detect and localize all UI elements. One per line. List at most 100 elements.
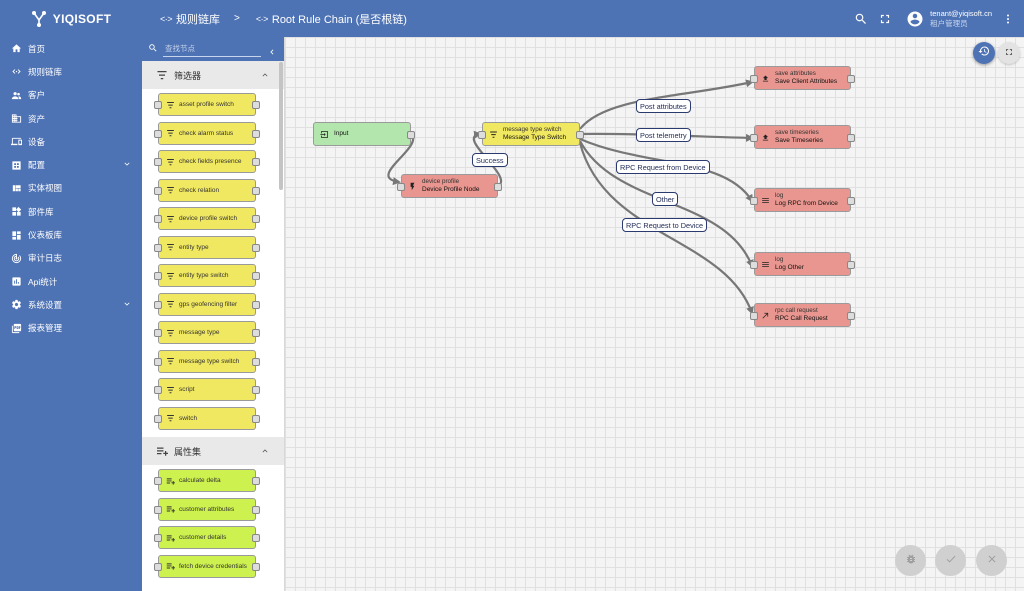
library-scrollbar[interactable] [279, 62, 283, 190]
edge-label-post-attributes[interactable]: Post attributes [636, 99, 691, 113]
edge-label-other[interactable]: Other [652, 192, 679, 206]
edge-label-rpc-from-device[interactable]: RPC Request from Device [616, 160, 710, 174]
chevron-left-icon[interactable] [267, 44, 277, 55]
fullscreen-icon[interactable] [878, 12, 892, 26]
fullscreen-button[interactable] [998, 42, 1020, 64]
library-search-input[interactable]: 查找节点 [163, 41, 261, 57]
brand-logo[interactable]: YIQISOFT [0, 0, 142, 37]
library-node[interactable]: message type switch [154, 349, 260, 373]
library-node[interactable]: fetch device credentials [154, 554, 260, 578]
sidebar-item-configuration[interactable]: 配置 [0, 153, 142, 176]
output-port [252, 562, 260, 571]
playlist-add-icon [166, 562, 175, 570]
version-history-button[interactable] [973, 42, 995, 64]
output-port[interactable] [847, 74, 855, 83]
sidebar-item-api-stats[interactable]: Api统计 [0, 270, 142, 293]
library-node[interactable]: device profile switch [154, 207, 260, 230]
search-icon [148, 40, 158, 58]
more-vert-icon[interactable] [1002, 12, 1014, 26]
output-port[interactable] [847, 311, 855, 320]
chevron-down-icon[interactable] [122, 159, 132, 169]
sidebar-item-label: 设备 [28, 136, 46, 147]
breadcrumb-label: 规则链库 [176, 13, 221, 26]
sidebar-item-entity-views[interactable]: 实体视图 [0, 177, 142, 200]
edge-label-success[interactable]: Success [472, 153, 508, 167]
chevron-up-icon[interactable] [260, 446, 270, 456]
user-info[interactable]: tenant@yiqisoft.cn 租户管理员 [930, 9, 992, 29]
fullscreen-icon [1004, 44, 1014, 62]
sidebar-item-system-settings[interactable]: 系统设置 [0, 293, 142, 316]
output-port [252, 186, 260, 195]
library-node[interactable]: entity type [154, 235, 260, 259]
input-port[interactable] [750, 133, 758, 142]
sidebar-item-label: Api统计 [28, 276, 58, 287]
library-node[interactable]: check relation [154, 178, 260, 202]
input-port[interactable] [750, 311, 758, 320]
input-port[interactable] [478, 130, 486, 139]
library-node-label: message type switch [179, 357, 240, 365]
output-port[interactable] [576, 130, 584, 139]
chevron-up-icon[interactable] [260, 70, 270, 80]
input-port[interactable] [750, 74, 758, 83]
library-node[interactable]: message type [154, 321, 260, 344]
library-node[interactable]: switch [154, 406, 260, 430]
sidebar-item-dashboards[interactable]: 仪表板库 [0, 223, 142, 246]
filter-icon [166, 386, 175, 394]
edge-label-rpc-to-device[interactable]: RPC Request to Device [622, 218, 708, 232]
rule-chain-canvas[interactable]: Success Post attributes Post telemetry R… [285, 37, 1024, 591]
debug-button[interactable] [895, 545, 926, 576]
revert-changes-button[interactable] [976, 545, 1007, 576]
sidebar-item-label: 部件库 [28, 206, 54, 217]
library-node[interactable]: check fields presence [154, 150, 260, 173]
node-type: device profile [422, 177, 460, 185]
breadcrumb-rule-chains[interactable]: <·> 规则链库 [160, 11, 220, 27]
output-port[interactable] [847, 133, 855, 142]
search-icon[interactable] [854, 12, 868, 26]
sidebar-item-home[interactable]: 首页 [0, 37, 142, 60]
library-node[interactable]: customer attributes [154, 497, 260, 521]
library-node[interactable]: customer details [154, 526, 260, 549]
output-port[interactable] [847, 196, 855, 205]
sidebar-item-customers[interactable]: 客户 [0, 84, 142, 107]
sidebar-item-assets[interactable]: 资产 [0, 107, 142, 130]
library-node[interactable]: check alarm status [154, 121, 260, 145]
rule-node-input[interactable]: Input [313, 122, 415, 146]
library-node[interactable]: script [154, 378, 260, 401]
playlist-add-icon [166, 505, 175, 513]
sidebar-item-widgets[interactable]: 部件库 [0, 200, 142, 223]
sidebar-item-rule-chains[interactable]: 规则链库 [0, 60, 142, 83]
apply-changes-button[interactable] [935, 545, 966, 576]
sidebar-item-devices[interactable]: 设备 [0, 130, 142, 153]
output-port[interactable] [407, 130, 415, 139]
section-header-enrichment[interactable]: 属性集 [142, 437, 284, 465]
library-node[interactable]: entity type switch [154, 264, 260, 287]
input-port [154, 300, 162, 309]
sidebar-item-audit-logs[interactable]: 审计日志 [0, 247, 142, 270]
input-port[interactable] [750, 260, 758, 269]
account-circle-icon[interactable] [906, 10, 924, 28]
library-node[interactable]: asset profile switch [154, 93, 260, 116]
sidebar-item-reports[interactable]: 报表管理 [0, 317, 142, 340]
library-node[interactable]: calculate delta [154, 469, 260, 492]
library-node-label: check relation [179, 186, 220, 194]
chevron-down-icon[interactable] [122, 299, 132, 309]
input-port [154, 414, 162, 423]
section-header-filters[interactable]: 筛选器 [142, 61, 284, 89]
node-type: save timeseries [775, 128, 819, 136]
edge-label-post-telemetry[interactable]: Post telemetry [636, 128, 691, 142]
input-port[interactable] [750, 196, 758, 205]
people-icon [10, 89, 22, 101]
track-changes-icon [10, 252, 22, 264]
library-node[interactable]: gps geofencing filter [154, 292, 260, 316]
output-port[interactable] [494, 182, 502, 191]
input-port[interactable] [397, 182, 405, 191]
output-port [252, 215, 260, 223]
output-port[interactable] [847, 260, 855, 269]
